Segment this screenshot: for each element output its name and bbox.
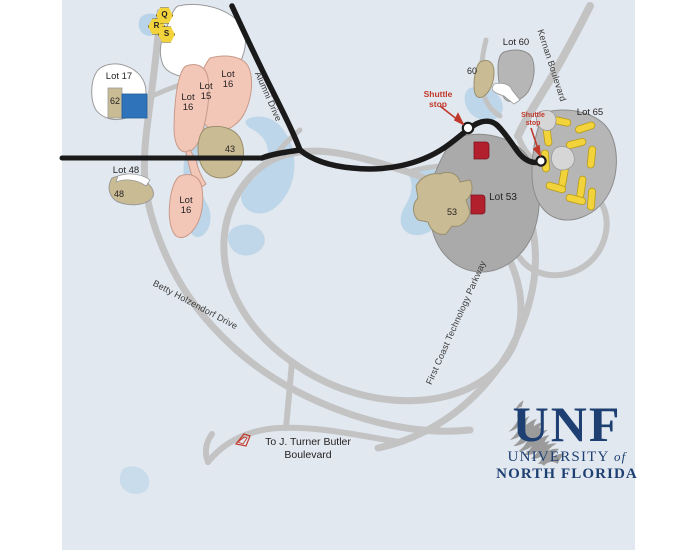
shuttle-route	[59, 3, 543, 172]
shuttle-stop-east-marker	[535, 155, 547, 167]
red-markers	[470, 141, 490, 215]
lot-53-marker-north	[473, 141, 490, 160]
lot-65-rows	[541, 116, 597, 211]
building-62-shape	[107, 87, 123, 119]
unf-logo: UNF UNIVERSITY of NORTH FLORIDA	[492, 398, 642, 538]
shuttle-stop-arrows	[439, 105, 542, 158]
unf-wordmark: UNF	[512, 396, 622, 452]
unf-tagline-line1: UNIVERSITY of	[492, 448, 642, 466]
unf-tagline-of: of	[613, 449, 627, 464]
shuttle-stop-west-marker	[461, 121, 475, 135]
unf-tagline-university: UNIVERSITY	[507, 449, 614, 465]
unf-tagline-line2: NORTH FLORIDA	[496, 466, 638, 482]
zone-marker-s[interactable]: S	[158, 26, 175, 43]
lot-65-buildings	[536, 110, 575, 171]
lot-53-marker-south	[470, 194, 486, 215]
zone-marker-q[interactable]: Q	[156, 7, 173, 24]
direction-arrow-icon	[234, 433, 251, 447]
buildings	[197, 59, 521, 235]
shuttle-stop-markers	[461, 121, 547, 167]
lot-17-pool	[121, 93, 148, 119]
